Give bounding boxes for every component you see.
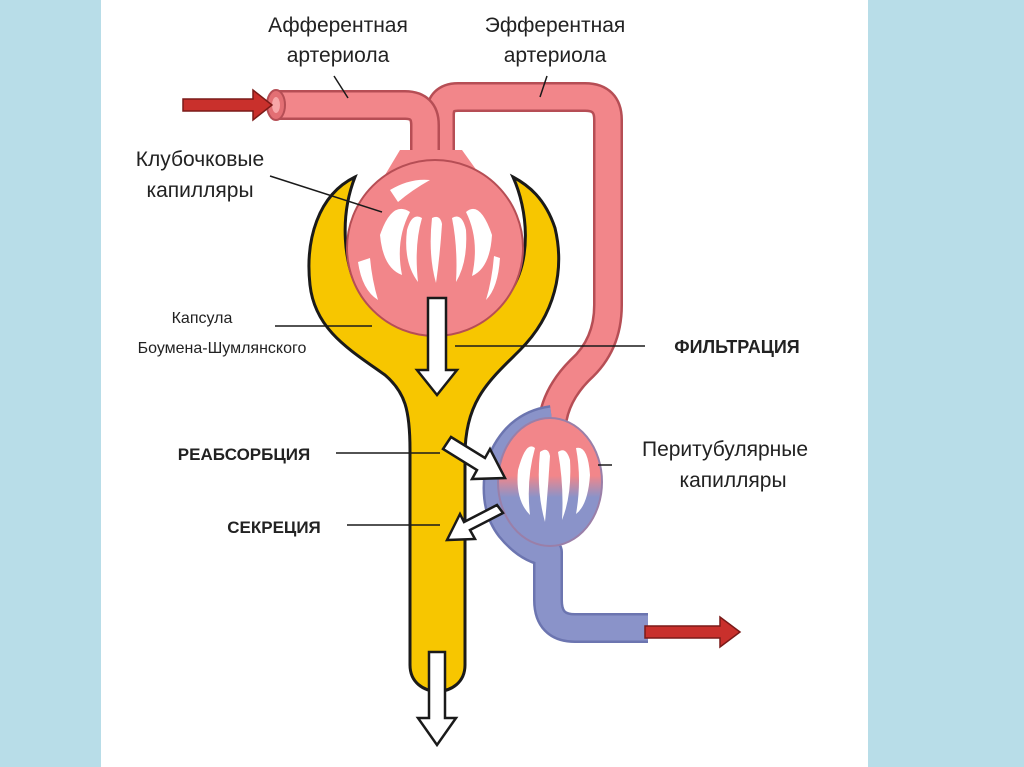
afferent-arteriole	[266, 89, 440, 160]
secretion-arrow	[444, 503, 505, 542]
efferent-label-line2: артериола	[504, 44, 607, 67]
filtration-arrow	[414, 296, 460, 398]
filtration-label: ФИЛЬТРАЦИЯ	[674, 337, 800, 357]
afferent-label-line1: Афферентная	[268, 14, 408, 37]
capsule-label-line2: Боумена-Шумлянского	[138, 340, 307, 357]
afferent-leader	[333, 75, 349, 99]
reabsorption-label: РЕАБСОРБЦИЯ	[178, 445, 310, 464]
efferent-label-line1: Эфферентная	[485, 14, 626, 37]
outflow-arrow	[644, 615, 742, 649]
glomerular-capillaries	[346, 150, 524, 337]
glomerular-leader	[269, 175, 383, 213]
peritubular-capillaries	[482, 405, 648, 643]
inflow-arrow	[182, 88, 274, 122]
peritubular-label-line1: Перитубулярные	[642, 438, 808, 461]
leader-lines	[269, 75, 645, 526]
efferent-arteriole	[425, 82, 623, 440]
diagram-labels: Афферентная артериола Эфферентная артери…	[136, 14, 808, 537]
peritubular-label-line2: капилляры	[679, 469, 786, 492]
afferent-label-line2: артериола	[287, 44, 390, 67]
capsule-label-line1: Капсула	[172, 310, 233, 327]
reabsorption-arrow	[441, 435, 508, 481]
secretion-label: СЕКРЕЦИЯ	[227, 518, 321, 537]
glomerular-label-line2: капилляры	[146, 179, 253, 202]
excretion-arrow	[415, 650, 459, 748]
efferent-leader	[539, 75, 548, 98]
glomerular-label-line1: Клубочковые	[136, 148, 264, 171]
